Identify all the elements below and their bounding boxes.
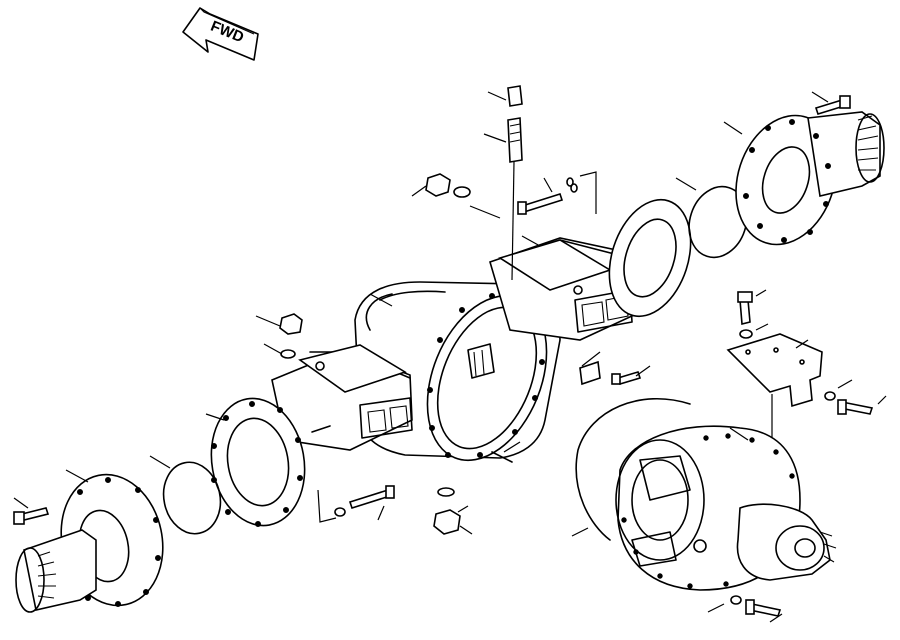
differential-assembly <box>615 425 837 617</box>
left-plug-and-oring <box>279 313 303 359</box>
fwd-direction-arrow: FWD <box>182 7 259 61</box>
right-axle-shaft <box>735 95 885 246</box>
right-o-ring <box>688 185 748 259</box>
upper-bolt-and-washers <box>517 171 597 215</box>
differential-bolt-holes <box>621 433 795 589</box>
bracket-plate <box>726 291 874 438</box>
drain-plug-and-oring <box>433 487 461 535</box>
differential-gasket <box>575 397 691 541</box>
lower-left-bolt <box>317 485 395 523</box>
callout-leaders <box>13 91 887 623</box>
top-plug-and-oring <box>425 173 471 198</box>
left-o-ring <box>162 461 222 535</box>
breather-assembly <box>507 85 523 281</box>
fwd-label: FWD <box>208 18 246 47</box>
left-axle-shaft <box>13 473 164 613</box>
left-flange-bolt-holes <box>211 401 303 527</box>
left-hub-bolt-holes <box>77 477 161 607</box>
right-hub-bolt-holes <box>743 119 831 243</box>
nameplate <box>579 360 642 386</box>
axle-housing <box>210 198 692 527</box>
